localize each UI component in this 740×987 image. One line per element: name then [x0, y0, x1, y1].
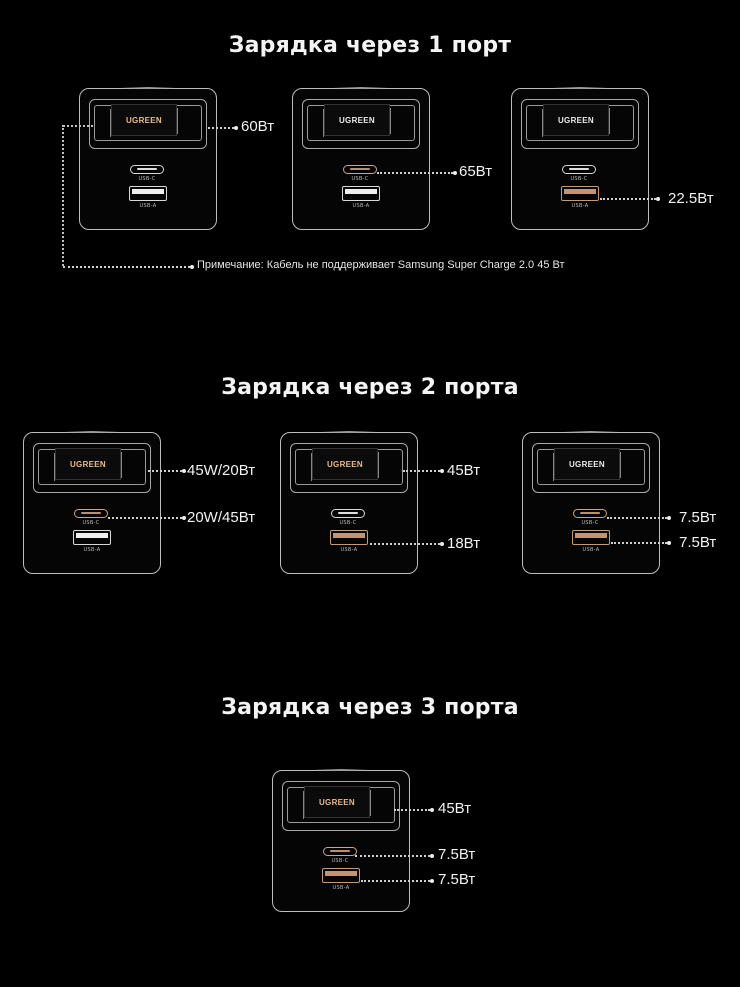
built-in-cable: UGREEN [324, 104, 390, 136]
built-in-cable: UGREEN [543, 104, 609, 136]
section-title-2-ports: Зарядка через 2 порта [221, 375, 519, 400]
usb-c-port [130, 165, 164, 174]
built-in-cable: UGREEN [55, 448, 121, 480]
usb-a-label: USB-A [352, 203, 370, 209]
leader-line [611, 540, 671, 545]
leader-line [148, 468, 186, 473]
usb-c-port [323, 847, 357, 856]
power-value: 7.5Вт [438, 871, 476, 888]
built-in-cable: UGREEN [304, 786, 370, 818]
usb-a-port [330, 530, 368, 545]
cable-brand-label: UGREEN [568, 459, 606, 469]
usb-a-label: USB-A [582, 547, 600, 553]
leader-line [208, 125, 238, 130]
usb-c-port [74, 509, 108, 518]
power-value: 45Вт [438, 800, 472, 817]
power-value: 45W/20Вт [187, 462, 256, 479]
note-connector [62, 125, 64, 266]
usb-c-port [331, 509, 365, 518]
charger-card-2port-cable-usb-c: UGREEN USB-C USB-A [23, 431, 161, 574]
usb-c-port [573, 509, 607, 518]
power-value: 65Вт [459, 163, 493, 180]
leader-line [355, 853, 434, 858]
cable-slot: UGREEN [282, 781, 400, 831]
usb-c-label: USB-C [82, 520, 100, 526]
cable-slot: UGREEN [532, 443, 650, 493]
usb-a-port [73, 530, 111, 545]
cable-slot: UGREEN [290, 443, 408, 493]
usb-c-port [562, 165, 596, 174]
leader-line [394, 807, 434, 812]
usb-c-label: USB-C [138, 176, 156, 182]
charger-card-1port-usb-a: UGREEN USB-C USB-A [511, 87, 649, 230]
usb-a-port [561, 186, 599, 201]
cable-slot: UGREEN [33, 443, 151, 493]
cable-brand-label: UGREEN [318, 797, 356, 807]
power-value: 45Вт [447, 462, 481, 479]
usb-a-port [129, 186, 167, 201]
section-title-1-port: Зарядка через 1 порт [228, 33, 512, 58]
usb-a-port [342, 186, 380, 201]
cable-brand-label: UGREEN [125, 115, 163, 125]
note-connector [63, 125, 93, 127]
charger-card-3port-all: UGREEN USB-C USB-A [272, 769, 410, 912]
leader-line [108, 515, 186, 520]
leader-line [361, 878, 434, 883]
cable-slot: UGREEN [521, 99, 639, 149]
power-value: 60Вт [241, 118, 275, 135]
charger-card-1port-usb-c: UGREEN USB-C USB-A [292, 87, 430, 230]
usb-a-label: USB-A [139, 203, 157, 209]
power-value: 20W/45Вт [187, 509, 256, 526]
leader-line [370, 541, 444, 546]
power-value: 18Вт [447, 535, 481, 552]
cable-brand-label: UGREEN [557, 115, 595, 125]
usb-c-label: USB-C [339, 520, 357, 526]
usb-c-label: USB-C [331, 858, 349, 864]
usb-c-label: USB-C [581, 520, 599, 526]
leader-line [600, 196, 660, 201]
cable-slot: UGREEN [302, 99, 420, 149]
usb-c-port [343, 165, 377, 174]
section-title-3-ports: Зарядка через 3 порта [221, 695, 519, 720]
leader-line [403, 468, 444, 473]
built-in-cable: UGREEN [111, 104, 177, 136]
usb-a-port [322, 868, 360, 883]
power-value: 7.5Вт [679, 534, 717, 551]
note-leader-line [63, 264, 194, 269]
usb-a-label: USB-A [332, 885, 350, 891]
cable-note: Примечание: Кабель не поддерживает Samsu… [197, 259, 565, 271]
power-value: 7.5Вт [438, 846, 476, 863]
charger-card-2port-usb-c-usb-a: UGREEN USB-C USB-A [522, 431, 660, 574]
usb-a-port [572, 530, 610, 545]
usb-c-label: USB-C [570, 176, 588, 182]
leader-line [607, 515, 671, 520]
usb-a-label: USB-A [83, 547, 101, 553]
cable-brand-label: UGREEN [338, 115, 376, 125]
charger-card-2port-cable-usb-a: UGREEN USB-C USB-A [280, 431, 418, 574]
usb-a-label: USB-A [571, 203, 589, 209]
built-in-cable: UGREEN [312, 448, 378, 480]
leader-line [377, 170, 457, 175]
cable-brand-label: UGREEN [326, 459, 364, 469]
built-in-cable: UGREEN [554, 448, 620, 480]
cable-slot: UGREEN [89, 99, 207, 149]
usb-a-label: USB-A [340, 547, 358, 553]
cable-brand-label: UGREEN [69, 459, 107, 469]
power-value: 22.5Вт [668, 190, 714, 207]
power-value: 7.5Вт [679, 509, 717, 526]
usb-c-label: USB-C [351, 176, 369, 182]
charger-card-1port-cable: UGREEN USB-C USB-A [79, 87, 217, 230]
